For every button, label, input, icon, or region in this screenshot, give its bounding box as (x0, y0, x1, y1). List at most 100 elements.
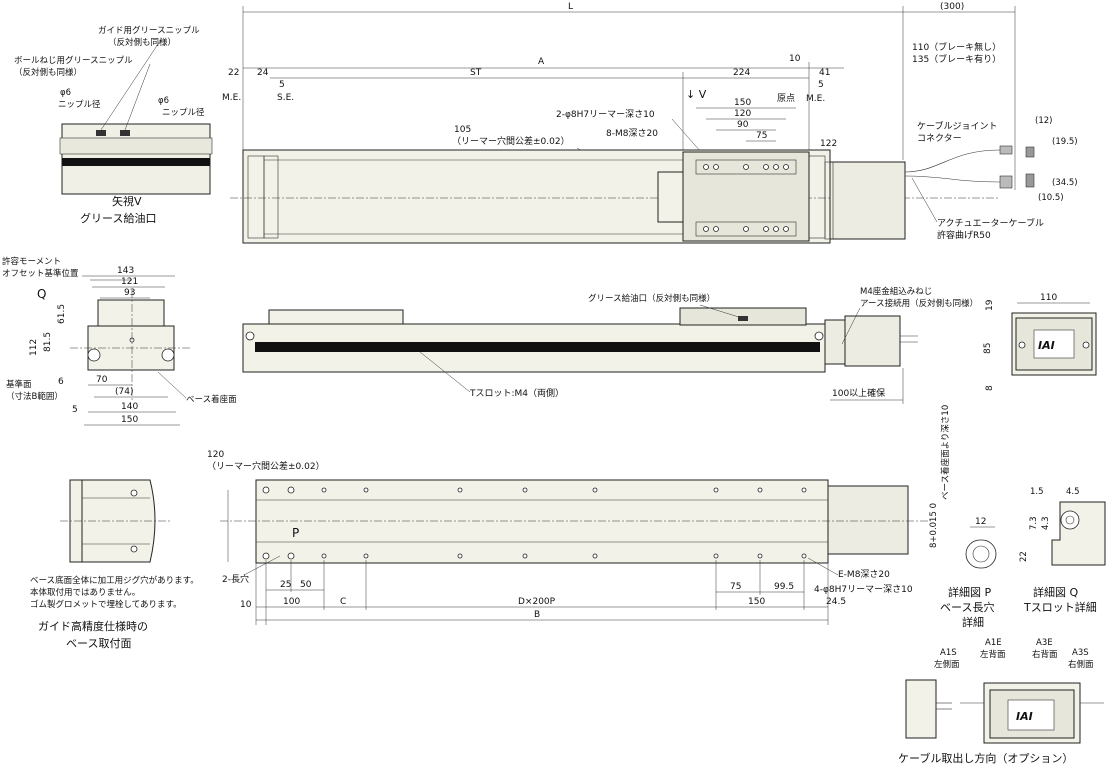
dim-224: 224 (733, 68, 750, 78)
cable-joint-1: ケーブルジョイント (917, 120, 997, 132)
view-v-title-2: グリース給油口 (80, 211, 156, 225)
slot-2: 2-長穴 (222, 573, 249, 585)
dim-12-cable: (12) (1035, 116, 1052, 126)
cable-direction: A1S 左側面 A1E 左背面 A3E 右背面 A3S 右側面 IAI ケーブル… (898, 638, 1104, 765)
clearance-100: 100以上確保 (832, 387, 885, 399)
dim-B: B (534, 610, 540, 620)
iai-logo-cable: IAI (1016, 710, 1033, 723)
dim-140: 140 (121, 402, 138, 412)
dim-150-end: 150 (121, 415, 138, 425)
dim-90: 90 (737, 120, 749, 130)
ball-nipple-1: ボールねじ用グリースニップル (14, 55, 133, 66)
m8-holes: 8-M8深さ20 (606, 128, 658, 139)
dim-110-end: 110 (1040, 293, 1057, 303)
dim-121: 121 (121, 277, 138, 287)
a1s-code: A1S (940, 648, 957, 658)
moment-offset-1: 許容モーメント (2, 256, 61, 267)
dim-143: 143 (117, 266, 134, 276)
guide-title-2: ベース取付面 (66, 637, 131, 650)
detail-q: 1.5 4.5 7.3 4.3 22 詳細図 Q Tスロット詳細 (1019, 487, 1106, 614)
detail-p-title-2: ベース長穴 (940, 600, 994, 614)
guide-title-1: ガイド高精度仕様時の (38, 619, 148, 633)
dim-245: 24.5 (826, 597, 846, 607)
nipple-dia-a: ニップル径 (58, 99, 101, 110)
a3e-desc: 右背面 (1032, 649, 1058, 660)
dim-120: 120 (734, 109, 751, 119)
ref-face-1: 基準面 (6, 379, 32, 390)
label-origin: 原点 (777, 93, 795, 104)
dim-93: 93 (124, 288, 135, 298)
detail-q-43: 4.3 (1041, 516, 1051, 530)
nipple-dia-b: ニップル径 (162, 107, 205, 118)
detail-q-73: 7.3 (1029, 516, 1039, 530)
dim-22: 22 (228, 68, 239, 78)
label-q: Q (37, 287, 46, 301)
a1s-desc: 左側面 (934, 659, 960, 670)
view-v: ガイド用グリースニップル （反対側も同様） ボールねじ用グリースニップル （反対… (14, 25, 213, 225)
detail-p-title-1: 詳細図 P (948, 585, 991, 599)
m4-screw-1: M4座金組込みねじ (860, 286, 932, 297)
a3e-code: A3E (1036, 638, 1053, 648)
dim-345: (34.5) (1052, 178, 1078, 188)
brake-without: 110（ブレーキ無し） (912, 41, 1001, 53)
act-cable-1: アクチュエーターケーブル (937, 217, 1044, 229)
dim-122: 122 (820, 139, 837, 149)
dim-41: 41 (819, 68, 830, 78)
dim-8: 8 (985, 385, 995, 391)
dim-300: (300) (940, 2, 964, 12)
right-end-view: 110 19 85 8 IAI (983, 293, 1097, 391)
dim-5-right: 5 (818, 80, 824, 90)
guide-note-2: 本体取付用ではありません。 (30, 587, 140, 598)
dim-120-bottom: 120 (207, 450, 224, 460)
dim-5-end: 5 (72, 405, 78, 415)
guide-note-1: ベース底面全体に加工用ジグ穴があります。 (30, 575, 199, 586)
dim-75: 75 (756, 131, 767, 141)
reamer-2: 2-φ8H7リーマー深さ10 (556, 109, 655, 120)
detail-p-tol: 8+0.015 0 (929, 503, 939, 548)
arrow-v: ↓ V (686, 88, 707, 101)
a3s-code: A3S (1072, 648, 1089, 658)
ref-face-2: （寸法B範囲） (6, 391, 63, 402)
dim-75-bottom: 75 (730, 582, 741, 592)
dim-105: 105 (454, 125, 471, 135)
dim-24: 24 (257, 68, 269, 78)
dim-70: 70 (96, 375, 108, 385)
motor-top (829, 161, 906, 240)
slider-holes (703, 164, 789, 232)
dim-10: 10 (789, 54, 801, 64)
detail-q-title-2: Tスロット詳細 (1023, 600, 1097, 614)
dim-150-bottom: 150 (748, 597, 765, 607)
phi6-b: φ6 (158, 96, 169, 106)
dim-105b: (10.5) (1038, 193, 1064, 203)
grease-port: グリース給油口（反対側も同様） (588, 293, 715, 304)
phi6-a: φ6 (60, 88, 71, 98)
detail-p-12: 12 (975, 517, 986, 527)
dim-ST: ST (470, 68, 482, 78)
dim-6: 6 (58, 377, 64, 387)
cable-joint-2: コネクター (917, 133, 962, 144)
base-seat-face: ベース着座面 (186, 394, 237, 405)
cable-title: ケーブル取出し方向（オプション） (898, 751, 1073, 765)
guide-base-view: ベース底面全体に加工用ジグ穴があります。 本体取付用ではありません。 ゴム製グロ… (30, 479, 199, 650)
reamer-tolerance: （リーマー穴間公差±0.02） (452, 135, 570, 147)
dim-995: 99.5 (774, 582, 794, 592)
dim-74: (74) (115, 387, 133, 397)
reamer-4: 4-φ8H7リーマー深さ10 (814, 584, 913, 595)
dim-C: C (340, 597, 346, 607)
detail-q-15: 1.5 (1030, 487, 1044, 497)
reamer-tol-bottom: （リーマー穴間公差±0.02） (207, 460, 325, 472)
dim-85: 85 (983, 343, 993, 354)
a1e-code: A1E (985, 638, 1002, 648)
guide-note-3: ゴム製グロメットで埋栓してあります。 (30, 599, 182, 610)
detail-q-22: 22 (1019, 551, 1029, 562)
dim-5-left: 5 (279, 80, 285, 90)
t-slot-band (255, 342, 820, 352)
detail-q-title-1: 詳細図 Q (1033, 585, 1078, 599)
view-v-title-1: 矢視V (112, 194, 142, 208)
label-me-left: M.E. (222, 93, 241, 103)
bottom-holes (262, 486, 807, 560)
label-p: P (292, 526, 299, 540)
t-slot-note: Tスロット:M4（両側） (469, 387, 564, 399)
top-view: L (300) A 22 24 5 10 41 5 ST 224 M.E. S.… (222, 2, 1078, 244)
dim-50: 50 (300, 580, 312, 590)
